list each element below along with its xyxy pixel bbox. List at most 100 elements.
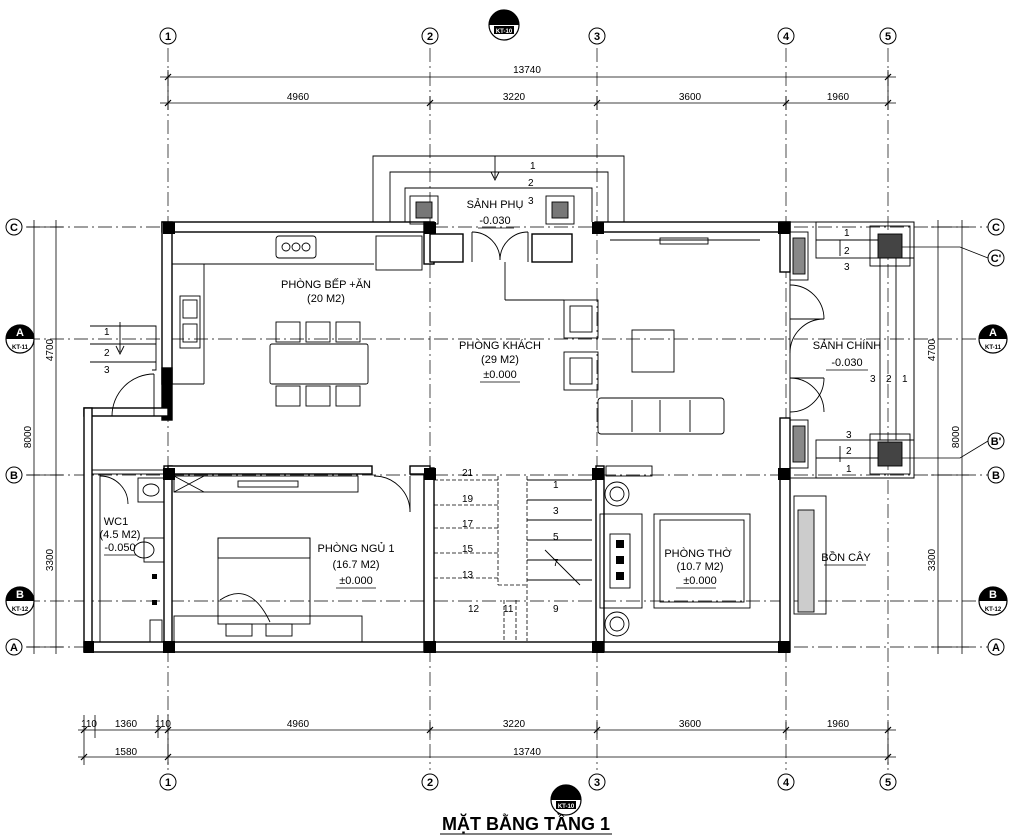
dimension-ticks (80, 73, 892, 761)
bedroom-area: (16.7 M2) (332, 559, 379, 571)
stair-step-7: 7 (553, 558, 559, 569)
axis-label-5-bottom: 5 (885, 777, 891, 789)
dim-bottom-w2: 1360 (115, 719, 138, 730)
main-step-right-3: 3 (870, 374, 876, 385)
stair-step-3: 3 (553, 506, 559, 517)
back-steps (90, 322, 157, 417)
bedroom-furniture (173, 475, 411, 643)
stair-step-5: 5 (553, 532, 559, 543)
dim-bottom-seg3: 3600 (679, 719, 702, 730)
dim-bottom-w4: 1580 (115, 747, 138, 758)
stair-step-9: 9 (553, 604, 559, 615)
axis-label-b-left: B (10, 470, 18, 482)
dim-right-lower: 3300 (927, 548, 938, 571)
worship-furniture (599, 481, 827, 637)
dim-bottom-w3: 110 (155, 719, 171, 730)
walls (83, 221, 791, 653)
section-b-code-left: KT-12 (12, 607, 29, 613)
side-step-3: 3 (528, 196, 534, 207)
worship-name: PHÒNG THỜ (664, 547, 732, 560)
main-step-top-2: 2 (844, 246, 850, 257)
section-marker-a-left: A KT-11 (5, 324, 35, 354)
drawing-title: MẶT BẰNG TẦNG 1 (442, 813, 610, 834)
side-porch (372, 155, 625, 262)
wc-fixtures (91, 469, 165, 643)
stair-step-21: 21 (462, 468, 474, 479)
dim-top-seg2: 3220 (503, 92, 526, 103)
bedroom-level: ±0.000 (339, 575, 373, 587)
main-lobby-level: -0.030 (831, 357, 862, 369)
section-b-code-right: KT-12 (985, 607, 1002, 613)
dim-bottom-seg4: 1960 (827, 719, 850, 730)
kitchen-name: PHÒNG BẾP +ĂN (281, 278, 371, 291)
stair-step-12: 12 (468, 604, 480, 615)
section-a-code-left: KT-11 (12, 345, 29, 351)
section-a-code-right: KT-11 (985, 345, 1002, 351)
dim-bottom-w1: 110 (81, 719, 97, 730)
section-marker-a-right: A KT-11 (978, 324, 1008, 354)
side-step-2: 2 (528, 178, 534, 189)
planter-name: BỒN CÂY (821, 551, 871, 564)
axis-label-a-right: A (992, 642, 1000, 654)
stair-step-1: 1 (553, 480, 559, 491)
axis-label-3-top: 3 (594, 31, 600, 43)
section-marker-b-right: B KT-12 (978, 586, 1008, 616)
side-lobby-level: -0.030 (479, 215, 510, 227)
back-step-3: 3 (104, 365, 110, 376)
axis-label-b-right: B (992, 470, 1000, 482)
side-step-1: 1 (530, 161, 536, 172)
main-step-bottom-3: 3 (846, 430, 852, 441)
main-step-bottom-1: 1 (846, 464, 852, 475)
back-step-1: 1 (104, 327, 110, 338)
axis-label-4-bottom: 4 (783, 777, 790, 789)
axis-label-cprime-right: C' (991, 253, 1002, 265)
main-step-bottom-2: 2 (846, 446, 852, 457)
living-furniture (504, 237, 760, 435)
staircase (434, 476, 528, 641)
dim-right-total: 8000 (951, 425, 962, 448)
stair-step-15: 15 (462, 544, 474, 555)
axis-label-1-top: 1 (165, 31, 171, 43)
living-level: ±0.000 (483, 369, 517, 381)
stair-step-19: 19 (462, 494, 474, 505)
section-a-letter-left: A (16, 327, 24, 339)
axis-label-bprime-right: B' (991, 436, 1002, 448)
main-step-right-2: 2 (886, 374, 892, 385)
axis-label-5-top: 5 (885, 31, 891, 43)
section-marker-top: KT-10 (488, 9, 520, 41)
worship-area: (10.7 M2) (676, 561, 723, 573)
section-marker-bottom: KT-10 (550, 784, 582, 816)
dim-bottom-seg2: 3220 (503, 719, 526, 730)
dim-bottom-total: 13740 (513, 747, 541, 758)
back-step-2: 2 (104, 348, 110, 359)
dim-top-seg3: 3600 (679, 92, 702, 103)
living-name: PHÒNG KHÁCH (459, 339, 541, 352)
stair-step-17: 17 (462, 519, 474, 530)
axis-label-a-left: A (10, 642, 18, 654)
kitchen-furniture (172, 235, 423, 407)
worship-level: ±0.000 (683, 575, 717, 587)
axis-label-3-bottom: 3 (594, 777, 600, 789)
section-marker-bottom-code: KT-10 (558, 804, 575, 810)
bedroom-name: PHÒNG NGỦ 1 (317, 542, 394, 555)
section-marker-top-code: KT-10 (496, 29, 513, 35)
columns (84, 222, 790, 653)
stair-step-13: 13 (462, 570, 474, 581)
section-a-letter-right: A (989, 327, 997, 339)
axis-label-c-left: C (10, 222, 18, 234)
dim-left-upper: 4700 (45, 338, 56, 361)
side-lobby-name: SẢNH PHỤ (467, 198, 524, 211)
main-step-top-1: 1 (844, 228, 850, 239)
kitchen-area: (20 M2) (307, 293, 345, 305)
wc-area: (4.5 M2) (100, 529, 141, 541)
axis-label-2-bottom: 2 (427, 777, 433, 789)
main-lobby-name: SẢNH CHÍNH (813, 339, 882, 352)
dim-top-total: 13740 (513, 65, 541, 76)
main-lobby (789, 221, 915, 479)
wc-name: WC1 (104, 516, 128, 528)
section-marker-b-left: B KT-12 (5, 586, 35, 616)
dim-right-upper: 4700 (927, 338, 938, 361)
axis-label-2-top: 2 (427, 31, 433, 43)
dim-top-seg4: 1960 (827, 92, 850, 103)
